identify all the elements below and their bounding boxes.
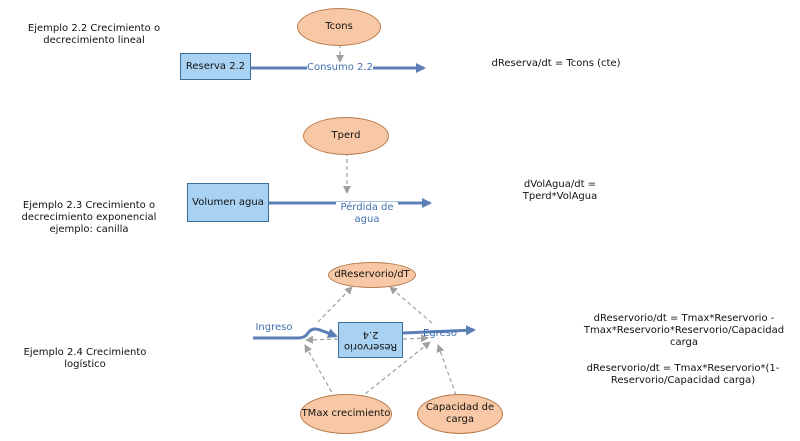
section-2-2-title: Ejemplo 2.2 Crecimiento o decrecimiento … (27, 23, 161, 46)
section-2-4-title: Ejemplo 2.4 Crecimiento logístico (23, 347, 147, 370)
equation-2-2: dReserva/dt = Tcons (cte) (491, 58, 621, 69)
link-tmax-to-ingreso (304, 344, 336, 399)
perdida-flow-label[interactable]: Pérdida de agua (336, 202, 398, 226)
link-egreso-to-daux (389, 286, 433, 324)
link-stock-to-daux (317, 286, 353, 323)
equation-2-4-expanded: dReservorio/dt = Tmax*Reservorio - Tmax*… (583, 313, 785, 348)
tcons-aux-node[interactable]: Tcons (297, 8, 381, 46)
reservorio-stock-label: Reservorio 2.4 (343, 329, 398, 352)
section-2-3-title: Ejemplo 2.3 Crecimiento o decrecimiento … (21, 200, 157, 235)
flow-egreso-line (402, 325, 476, 336)
tperd-aux-node[interactable]: Tperd (303, 117, 389, 155)
consumo-flow-label[interactable]: Consumo 2.2 (307, 62, 373, 74)
link-tmax-to-egreso (359, 341, 431, 399)
equation-2-3: dVolAgua/dt = Tperd*VolAgua (522, 179, 598, 202)
link-capacidad-to-egreso (436, 344, 457, 396)
ingreso-flow-label[interactable]: Ingreso (255, 322, 293, 333)
dreservorio-aux-node[interactable]: dReservorio/dT (328, 262, 416, 288)
tmax-crecimiento-aux-node[interactable]: TMax crecimiento (300, 394, 392, 434)
capacidad-carga-aux-node[interactable]: Capacidad de carga (417, 394, 503, 434)
reserva-stock[interactable]: Reserva 2.2 (180, 53, 251, 80)
link-stock-to-ingreso (305, 335, 339, 344)
egreso-flow-label[interactable]: Egreso (422, 328, 458, 339)
equation-2-4-factored: dReservorio/dt = Tmax*Reservorio*(1- Res… (586, 363, 780, 386)
flow-ingreso-line (253, 327, 338, 340)
reservorio-stock[interactable]: Reservorio 2.4 (338, 322, 403, 358)
volumen-agua-stock[interactable]: Volumen agua (187, 183, 269, 222)
